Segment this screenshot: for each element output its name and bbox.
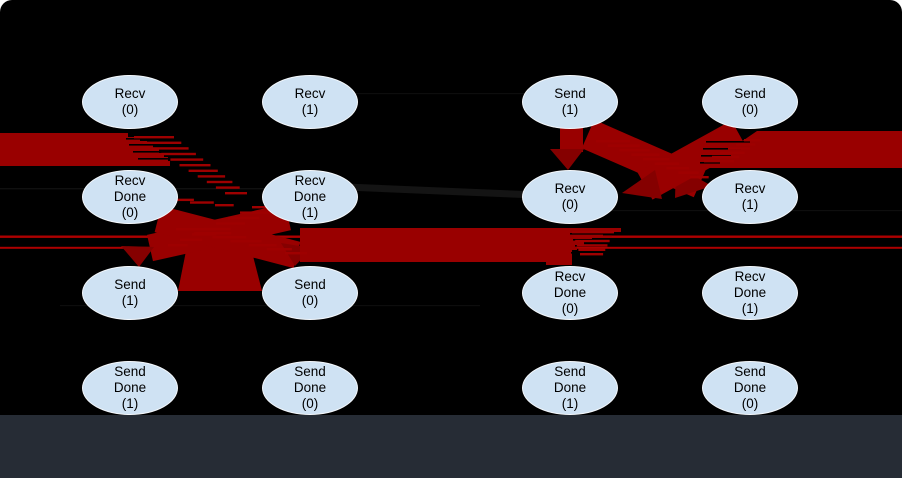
edge-middle-band (300, 228, 621, 262)
arrowhead-recv0-top (550, 149, 584, 170)
arrowhead-recv0-right (622, 170, 662, 199)
edge-send1-recv0 (560, 127, 583, 152)
node-c4-recv-1: Recv (1) (702, 170, 798, 224)
node-c2-send-0: Send (0) (262, 266, 358, 320)
edge-send0-recv0 (637, 120, 747, 200)
node-c4-send-0: Send (0) (702, 75, 798, 129)
node-c2-recv-done-1: Recv Done (1) (262, 170, 358, 224)
edge-left-band (0, 133, 170, 166)
node-c1-send-done-1: Send Done (1) (82, 361, 178, 415)
node-c2-recv-1: Recv (1) (262, 75, 358, 129)
node-c4-recv-done-1: Recv Done (1) (702, 266, 798, 320)
node-c4-send-done-0: Send Done (0) (702, 361, 798, 415)
arrowhead-send1 (121, 246, 154, 267)
node-c3-send-1: Send (1) (522, 75, 618, 129)
node-c3-send-done-1: Send Done (1) (522, 361, 618, 415)
node-c2-send-done-0: Send Done (0) (262, 361, 358, 415)
node-c1-recv-0: Recv (0) (82, 75, 178, 129)
node-c1-recv-done-0: Recv Done (0) (82, 170, 178, 224)
footer-bar (0, 415, 902, 478)
node-c3-recv-0: Recv (0) (522, 170, 618, 224)
node-c3-recv-done-0: Recv Done (0) (522, 266, 618, 320)
node-c1-send-1: Send (1) (82, 266, 178, 320)
